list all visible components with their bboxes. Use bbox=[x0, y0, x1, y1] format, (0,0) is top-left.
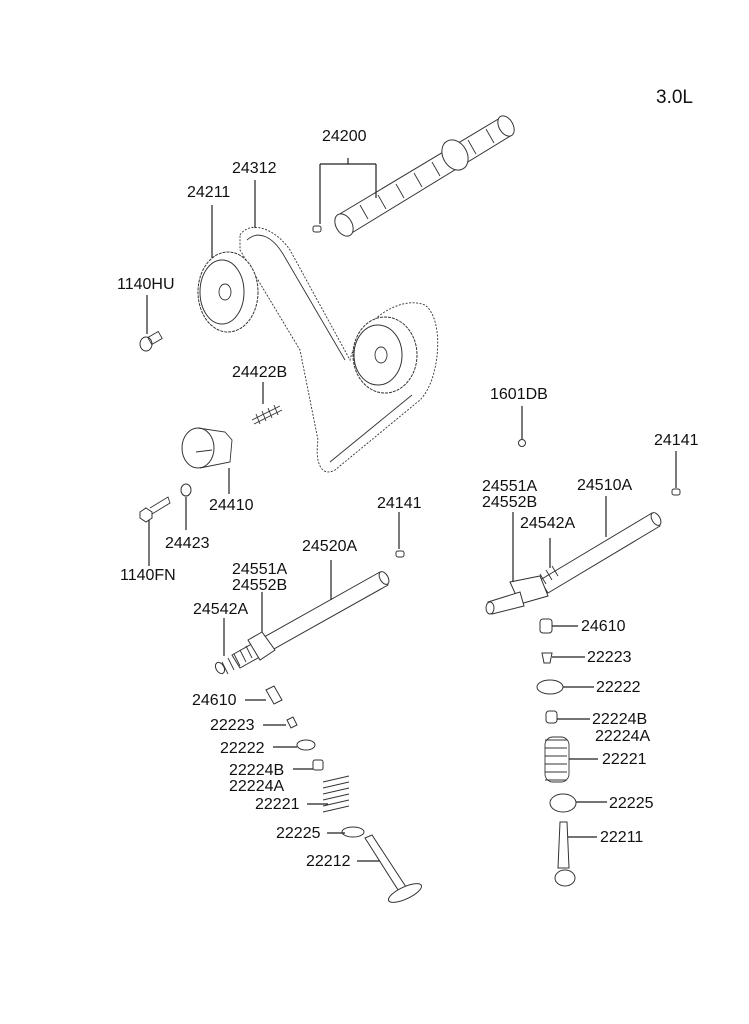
label-cam-sprocket[interactable]: 24211 bbox=[187, 184, 231, 201]
rocker-shaft-right-drawing bbox=[485, 512, 662, 615]
label-exhaust-valve[interactable]: 22212 bbox=[306, 853, 351, 870]
oil-seal-ring-drawing bbox=[518, 439, 526, 447]
valve-train-left-drawing bbox=[265, 685, 423, 903]
label-rocker-arm-right-b[interactable]: 24552B bbox=[482, 494, 538, 511]
label-stem-seal-left-a[interactable]: 22224A bbox=[229, 778, 285, 795]
label-lash-adjuster-right[interactable]: 24610 bbox=[581, 618, 626, 635]
label-tensioner-washer[interactable]: 24423 bbox=[165, 535, 210, 552]
label-timing-belt[interactable]: 24312 bbox=[232, 160, 277, 177]
label-intake-valve[interactable]: 22211 bbox=[600, 829, 644, 846]
label-lash-adjuster-left[interactable]: 24610 bbox=[192, 692, 237, 709]
tensioner-washer-drawing bbox=[180, 483, 192, 497]
sprocket-bolt-drawing bbox=[139, 330, 163, 352]
engine-label: 3.0L bbox=[656, 87, 693, 108]
label-stem-seal-right-a[interactable]: 22224A bbox=[595, 728, 651, 745]
label-tensioner-bolt[interactable]: 1140FN bbox=[120, 567, 176, 584]
label-tensioner-pulley[interactable]: 24410 bbox=[209, 497, 254, 514]
tensioner-pulley-drawing bbox=[181, 427, 233, 469]
plug-left-drawing bbox=[395, 550, 405, 558]
label-stem-seal-left-b[interactable]: 22224B bbox=[229, 762, 285, 779]
label-rocker-shaft-left[interactable]: 24520A bbox=[302, 538, 358, 555]
label-sprocket-bolt[interactable]: 1140HU bbox=[117, 276, 175, 293]
label-valve-cotter-right[interactable]: 22223 bbox=[587, 649, 632, 666]
timing-belt-drawing bbox=[239, 226, 439, 473]
leader-camshaft bbox=[319, 158, 377, 224]
label-valve-spring-right[interactable]: 22221 bbox=[602, 751, 647, 768]
label-rocker-shaft-right[interactable]: 24510A bbox=[577, 477, 633, 494]
tensioner-spring-drawing bbox=[251, 404, 283, 425]
label-tensioner-spring[interactable]: 24422B bbox=[232, 364, 288, 381]
label-camshaft[interactable]: 24200 bbox=[322, 128, 367, 145]
camshaft-pin bbox=[312, 225, 322, 233]
label-rocker-arm-left-b[interactable]: 24552B bbox=[232, 577, 288, 594]
label-valve-spring-left[interactable]: 22221 bbox=[255, 796, 300, 813]
label-rocker-arm-left-a[interactable]: 24551A bbox=[232, 561, 288, 578]
label-spring-retainer-left[interactable]: 22222 bbox=[220, 740, 265, 757]
label-spring-seat-right[interactable]: 22225 bbox=[609, 795, 654, 812]
label-stem-seal-right-b[interactable]: 22224B bbox=[592, 711, 648, 728]
label-rocker-spring-left[interactable]: 24542A bbox=[193, 601, 249, 618]
plug-right-drawing bbox=[671, 488, 681, 496]
label-plug-right[interactable]: 24141 bbox=[654, 432, 699, 449]
camshaft-drawing bbox=[312, 115, 515, 237]
label-rocker-arm-right-a[interactable]: 24551A bbox=[482, 478, 538, 495]
label-plug-left[interactable]: 24141 bbox=[377, 495, 422, 512]
label-spring-seat-left[interactable]: 22225 bbox=[276, 825, 321, 842]
valve-train-right-drawing bbox=[536, 618, 577, 887]
cam-sprocket-right-drawing bbox=[352, 316, 418, 394]
cam-sprocket-left-drawing bbox=[197, 251, 259, 333]
label-valve-cotter-left[interactable]: 22223 bbox=[210, 717, 255, 734]
label-rocker-spring-right[interactable]: 24542A bbox=[520, 515, 576, 532]
tensioner-bolt-drawing bbox=[139, 496, 171, 523]
label-oil-seal-ring[interactable]: 1601DB bbox=[490, 386, 548, 403]
label-spring-retainer-right[interactable]: 22222 bbox=[596, 679, 641, 696]
